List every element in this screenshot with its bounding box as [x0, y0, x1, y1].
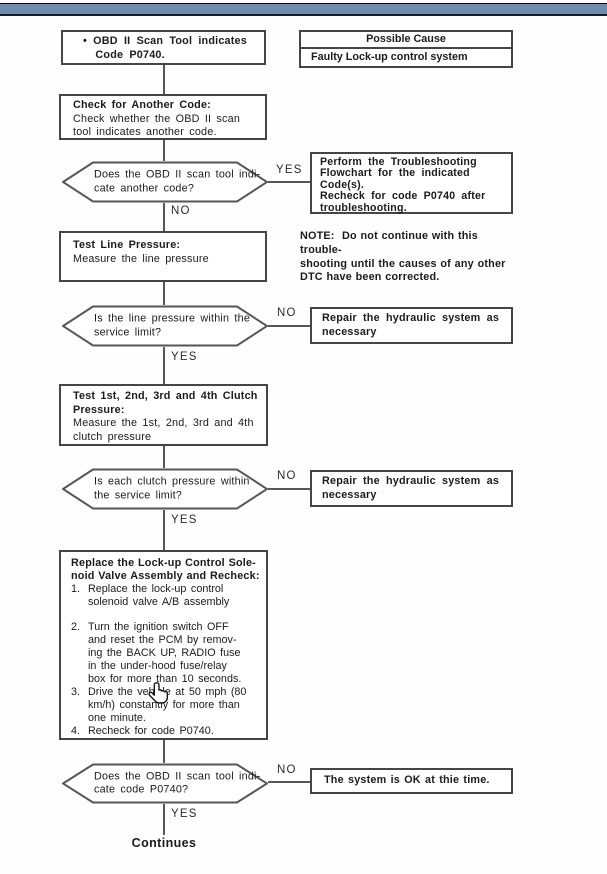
yes-label-1: YES — [276, 164, 303, 176]
perform-troubleshooting-box: Perform the Troubleshooting Flowchart fo… — [310, 152, 513, 214]
connector-decision4-to-continues — [163, 804, 165, 835]
yes-label-3: YES — [171, 514, 198, 526]
hexagon-shape — [62, 161, 268, 203]
decision-clutch-pressure-text: Is each clutch pressure within the servi… — [94, 475, 250, 502]
connector-replace-to-decision4 — [163, 740, 165, 763]
step-number: 1. — [71, 583, 81, 595]
decision-code-p0740: Does the OBD II scan tool indi- cate cod… — [62, 763, 268, 804]
test-line-pressure-box: Test Line Pressure: Measure the line pre… — [59, 231, 267, 282]
top-blue-bar — [0, 4, 607, 14]
connector-decision2-to-clutch — [163, 347, 165, 384]
no-label-3: NO — [277, 470, 297, 482]
connector-testline-to-decision2 — [163, 282, 165, 305]
note-text: NOTE: Do not continue with this trouble-… — [300, 230, 518, 285]
possible-cause-table: Possible Cause Faulty Lock-up control sy… — [299, 30, 513, 68]
branch-line-3 — [268, 488, 310, 490]
mouse-cursor-icon — [145, 680, 171, 708]
check-box-title: Check for Another Code: — [73, 99, 211, 111]
perform-box-text: Perform the Troubleshooting Flowchart fo… — [320, 156, 486, 214]
note-text-content: NOTE: Do not continue with this trouble-… — [300, 230, 506, 284]
replace-step-1: 1. Replace the lock-up control solenoid … — [71, 583, 262, 609]
connector-check-to-decision1 — [163, 140, 165, 161]
connector-decision1-to-testline — [163, 203, 165, 231]
step-text: Replace the lock-up control solenoid val… — [88, 583, 230, 608]
branch-line-4 — [268, 781, 310, 783]
yes-label-2: YES — [171, 351, 198, 363]
step-number: 3. — [71, 686, 81, 698]
no-label-2: NO — [277, 307, 297, 319]
hexagon-shape — [62, 305, 268, 347]
possible-cause-header: Possible Cause — [301, 32, 511, 49]
step-number: 4. — [71, 725, 81, 737]
check-another-code-box: Check for Another Code: Check whether th… — [59, 94, 267, 140]
test-line-title: Test Line Pressure: — [73, 239, 181, 251]
system-ok-box: The system is OK at thie time. — [310, 768, 513, 794]
step-text: Turn the ignition switch OFF and reset t… — [88, 621, 242, 685]
decision-another-code-text: Does the OBD II scan tool indi- cate ano… — [94, 168, 261, 195]
start-box: • OBD II Scan Tool indicates Code P0740. — [61, 30, 266, 65]
test-clutch-title: Test 1st, 2nd, 3rd and 4th Clutch Pressu… — [73, 390, 258, 416]
step-number: 2. — [71, 621, 81, 633]
no-label-1: NO — [171, 205, 191, 217]
test-line-body: Measure the line pressure — [73, 252, 209, 265]
connector-decision3-to-replace — [163, 510, 165, 550]
connector-clutch-to-decision3 — [163, 446, 165, 468]
test-clutch-body: Measure the 1st, 2nd, 3rd and 4th clutch… — [73, 417, 254, 443]
hexagon-shape — [62, 763, 268, 804]
yes-label-4: YES — [171, 808, 198, 820]
replace-step-4: 4. Recheck for code P0740. — [71, 725, 262, 738]
test-clutch-pressure-box: Test 1st, 2nd, 3rd and 4th Clutch Pressu… — [59, 384, 268, 446]
connector-start-to-check — [163, 65, 165, 94]
replace-box-title: Replace the Lock-up Control Sole- noid V… — [71, 557, 260, 582]
top-black-rule — [0, 3, 607, 4]
decision-line-pressure-text: Is the line pressure within the service … — [94, 312, 251, 339]
repair-box-1-text: Repair the hydraulic system as necessary — [322, 312, 500, 338]
system-ok-text: The system is OK at thie time. — [324, 774, 490, 786]
replace-solenoid-box: Replace the Lock-up Control Sole- noid V… — [59, 550, 268, 740]
repair-box-2-text: Repair the hydraulic system as necessary — [322, 475, 500, 501]
no-label-4: NO — [277, 764, 297, 776]
hexagon-shape — [62, 468, 268, 510]
top-dark-rule — [0, 14, 607, 16]
decision-line-pressure: Is the line pressure within the service … — [62, 305, 268, 347]
decision-clutch-pressure: Is each clutch pressure within the servi… — [62, 468, 268, 510]
check-box-body: Check whether the OBD II scan tool indic… — [73, 112, 241, 139]
replace-step-2: 2. Turn the ignition switch OFF and rese… — [71, 621, 262, 686]
step-text: Recheck for code P0740. — [88, 725, 214, 737]
start-box-text: • OBD II Scan Tool indicates Code P0740. — [83, 35, 247, 61]
repair-hydraulic-box-1: Repair the hydraulic system as necessary — [310, 307, 513, 344]
branch-line-1 — [268, 181, 310, 183]
branch-line-2 — [268, 325, 310, 327]
repair-hydraulic-box-2: Repair the hydraulic system as necessary — [310, 470, 513, 507]
continues-label: Continues — [131, 836, 197, 850]
decision-another-code: Does the OBD II scan tool indi- cate ano… — [62, 161, 268, 203]
decision-code-p0740-text: Does the OBD II scan tool indi- cate cod… — [94, 770, 261, 796]
possible-cause-row: Faulty Lock-up control system — [311, 51, 468, 63]
